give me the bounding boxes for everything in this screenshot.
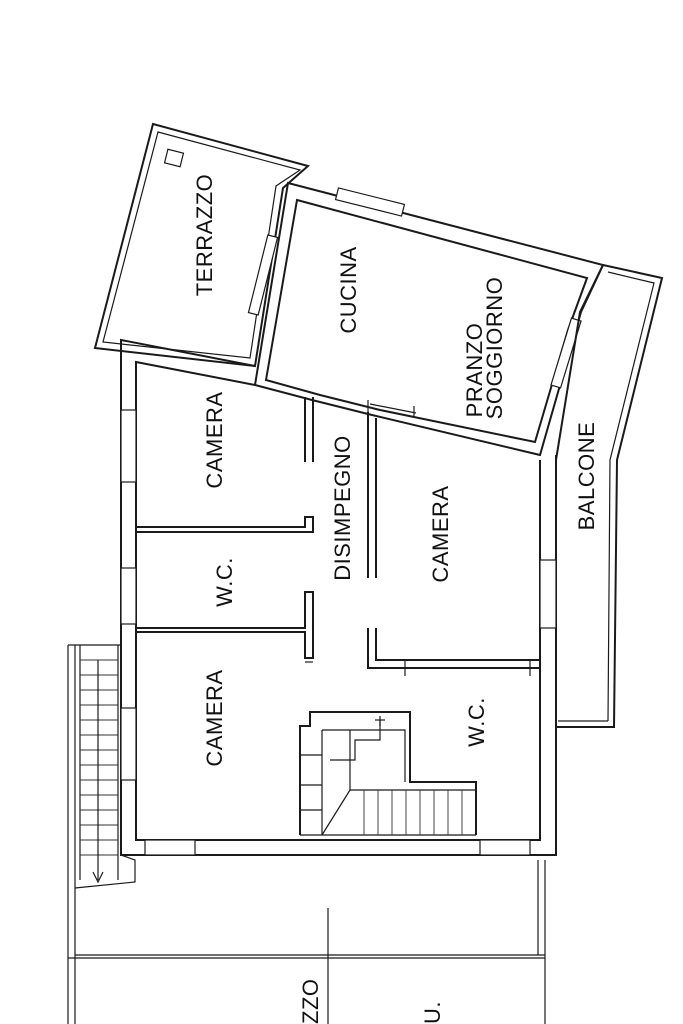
label-camera-top: CAMERA xyxy=(202,391,227,488)
label-balcone: BALCONE xyxy=(574,422,599,531)
label-wc-left: W.C. xyxy=(212,557,237,607)
main-outer-walls xyxy=(120,338,557,856)
kitchen-living-walls xyxy=(247,181,605,457)
lower-floor-partial xyxy=(68,860,546,1024)
label-wc-right: W.C. xyxy=(464,697,489,747)
label-pranzo: PRANZO xyxy=(462,323,487,418)
label-cut-left: ZZO xyxy=(298,979,323,1024)
label-camera-right: CAMERA xyxy=(428,485,453,582)
label-camera-bottom: CAMERA xyxy=(202,669,227,766)
label-soggiorno: SOGGIORNO xyxy=(482,277,507,420)
interior-walls xyxy=(136,397,540,676)
label-disimpegno: DISIMPEGNO xyxy=(330,435,355,581)
label-cucina: CUCINA xyxy=(336,246,361,333)
staircase xyxy=(299,711,477,836)
external-stair xyxy=(67,644,136,1024)
label-cut-right: U. xyxy=(420,1001,445,1024)
balcony-outline xyxy=(555,263,664,728)
label-terrazzo: TERRAZZO xyxy=(192,174,217,297)
